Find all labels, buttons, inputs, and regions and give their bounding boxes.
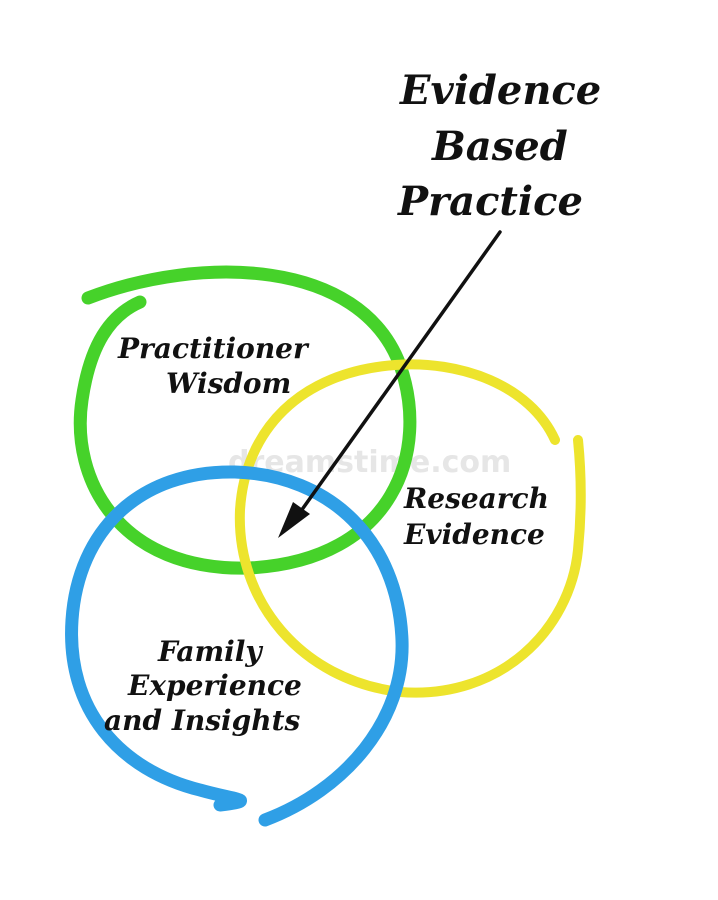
family-line-1: Family [157,635,263,668]
green-ring-stroke [73,265,417,575]
research-evidence-label: Research Evidence [403,482,549,551]
research-line-2: Evidence [403,518,545,551]
family-experience-circle [65,465,409,827]
arrow-head [278,502,310,538]
arrow-shaft [294,230,502,520]
research-evidence-circle [234,359,586,698]
family-line-2: Experience [127,669,302,702]
pointer-arrow [278,230,502,538]
research-line-1: Research [403,482,549,515]
family-experience-label: Family Experience and Insights [104,635,302,737]
title-line-1: Evidence [399,67,601,114]
yellow-ring-stroke [234,359,586,698]
practitioner-line-1: Practitioner [117,332,310,365]
diagram-title: Evidence Based Practice [397,67,601,225]
family-line-3: and Insights [104,704,301,737]
title-line-3: Practice [397,178,583,225]
title-line-2: Based [431,123,568,170]
practitioner-wisdom-label: Practitioner Wisdom [117,332,310,400]
practitioner-wisdom-circle [73,265,417,575]
practitioner-line-2: Wisdom [166,367,291,400]
blue-ring-stroke [65,465,409,827]
